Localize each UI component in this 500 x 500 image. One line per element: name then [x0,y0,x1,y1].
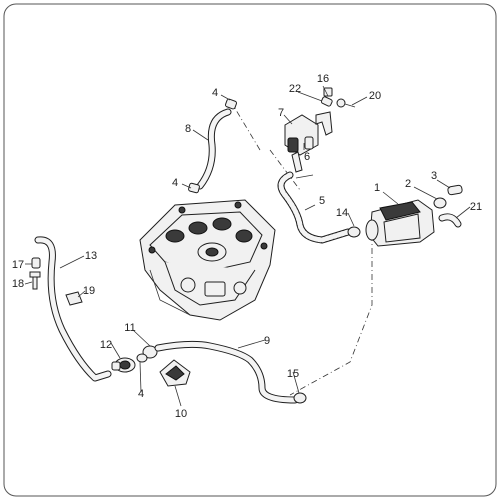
washer-22 [320,96,333,107]
assembly-line-canister [269,149,373,396]
callout-17: 17 [12,259,24,271]
callout-6: 6 [304,151,310,163]
clamp-15 [293,392,307,404]
callout-18: 18 [12,278,24,290]
hose-21 [438,213,462,228]
callout-3: 3 [431,170,437,182]
clip-4-mid [188,182,200,194]
hose-13 [34,236,112,382]
callout-12: 12 [100,339,112,351]
callout-22: 22 [289,83,301,95]
cylinder-head [139,199,276,321]
callout-10: 10 [175,408,187,420]
bracket-19 [65,291,83,306]
callout-14: 14 [336,207,348,219]
hose-8 [196,108,232,190]
callout-8: 8 [185,123,191,135]
cap-3 [447,184,463,196]
clamp-2 [433,197,447,209]
clamp-14 [347,226,361,238]
callout-2: 2 [405,178,411,190]
callout-9: 9 [264,335,270,347]
canister-1 [365,199,435,247]
callout-4-mid: 4 [172,177,178,189]
hose-9 [154,340,299,404]
callout-11: 11 [124,322,135,334]
callout-1: 1 [374,182,380,194]
hose-5 [277,171,352,244]
leader-lines [24,85,471,407]
purge-valve-7 [284,114,319,173]
callout-4-top: 4 [212,87,218,99]
callout-labels: 1 2 3 4 4 4 5 6 7 8 9 10 11 12 13 14 15 … [12,73,482,420]
bracket-10 [159,359,191,387]
bolt-18 [29,271,41,290]
callout-13: 13 [85,250,97,262]
check-valve-12 [111,357,136,373]
nut-16 [323,87,333,97]
callout-19: 19 [83,285,95,297]
clamp-4-bottom [136,353,148,363]
callout-5: 5 [319,195,325,207]
callout-15: 15 [287,368,299,380]
callout-20: 20 [369,90,381,102]
callout-21: 21 [470,201,482,213]
callout-7: 7 [278,107,284,119]
screw-20 [336,98,356,108]
bracket-6 [315,111,333,136]
clip-4-top [224,98,238,110]
callout-16: 16 [317,73,329,85]
fitting-17 [31,257,41,269]
callout-4-bottom: 4 [138,388,144,400]
